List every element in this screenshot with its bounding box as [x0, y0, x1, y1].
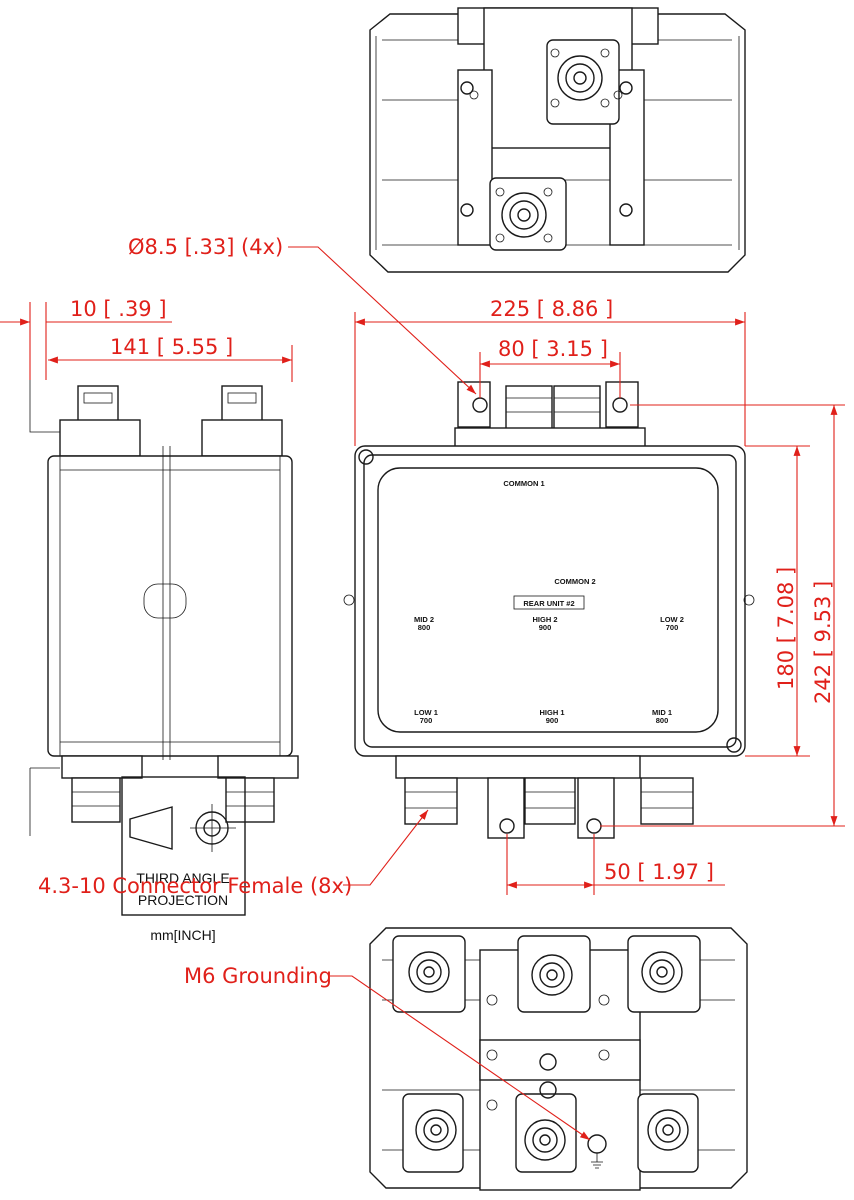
label-high2-freq: 900: [539, 623, 552, 632]
callout-grounding: M6 Grounding: [184, 964, 332, 988]
bottom-connector-icon: [531, 954, 573, 996]
bottom-view: [369, 927, 748, 1191]
label-mid1-freq: 800: [656, 716, 669, 725]
label-rear-unit: REAR UNIT #2: [523, 599, 574, 608]
label-mid1: MID 1: [652, 708, 672, 717]
projection-line1: THIRD ANGLE: [136, 870, 229, 886]
front-view: COMMON 1 COMMON 2 REAR UNIT #2 MID 2 800…: [343, 381, 755, 839]
dim-side-offset: 10 [ .39 ]: [70, 297, 167, 321]
label-low1-freq: 700: [420, 716, 433, 725]
dim-side-width: 141 [ 5.55 ]: [110, 335, 233, 359]
label-common1: COMMON 1: [503, 479, 544, 488]
ground-symbol-icon: [591, 1153, 603, 1169]
projection-line2: PROJECTION: [138, 892, 228, 908]
bottom-connector-icon: [641, 951, 683, 993]
callout-connector: 4.3-10 Connector Female (8x): [38, 874, 352, 898]
bottom-connector-icon: [647, 1109, 689, 1151]
label-low2-freq: 700: [666, 623, 679, 632]
dim-connector-spacing: 80 [ 3.15 ]: [498, 337, 608, 361]
label-mid2-freq: 800: [418, 623, 431, 632]
label-low2: LOW 2: [660, 615, 684, 624]
bottom-connector-icon: [408, 951, 450, 993]
label-high2: HIGH 2: [532, 615, 557, 624]
side-view: [29, 378, 299, 836]
bottom-connector-icon: [524, 1119, 566, 1161]
top-connector-icon: [550, 48, 610, 108]
label-high1: HIGH 1: [539, 708, 564, 717]
dim-total-width: 225 [ 8.86 ]: [490, 297, 613, 321]
third-angle-projection-symbol: THIRD ANGLE PROJECTION mm[INCH]: [121, 776, 246, 943]
dim-total-height: 242 [ 9.53 ]: [811, 581, 835, 704]
top-connector-icon: [495, 187, 553, 243]
dim-mount-hole: Ø8.5 [.33] (4x): [128, 235, 283, 259]
label-common2: COMMON 2: [554, 577, 595, 586]
dimensions: Ø8.5 [.33] (4x) 10 [ .39 ] 141 [ 5.55 ] …: [0, 235, 845, 1141]
label-mid2: MID 2: [414, 615, 434, 624]
bottom-connector-icon: [415, 1109, 457, 1151]
dim-bottom-spacing: 50 [ 1.97 ]: [604, 860, 714, 884]
top-view: [369, 7, 746, 273]
label-high1-freq: 900: [546, 716, 559, 725]
label-low1: LOW 1: [414, 708, 438, 717]
projection-units: mm[INCH]: [150, 927, 215, 943]
dim-body-height: 180 [ 7.08 ]: [774, 567, 798, 690]
